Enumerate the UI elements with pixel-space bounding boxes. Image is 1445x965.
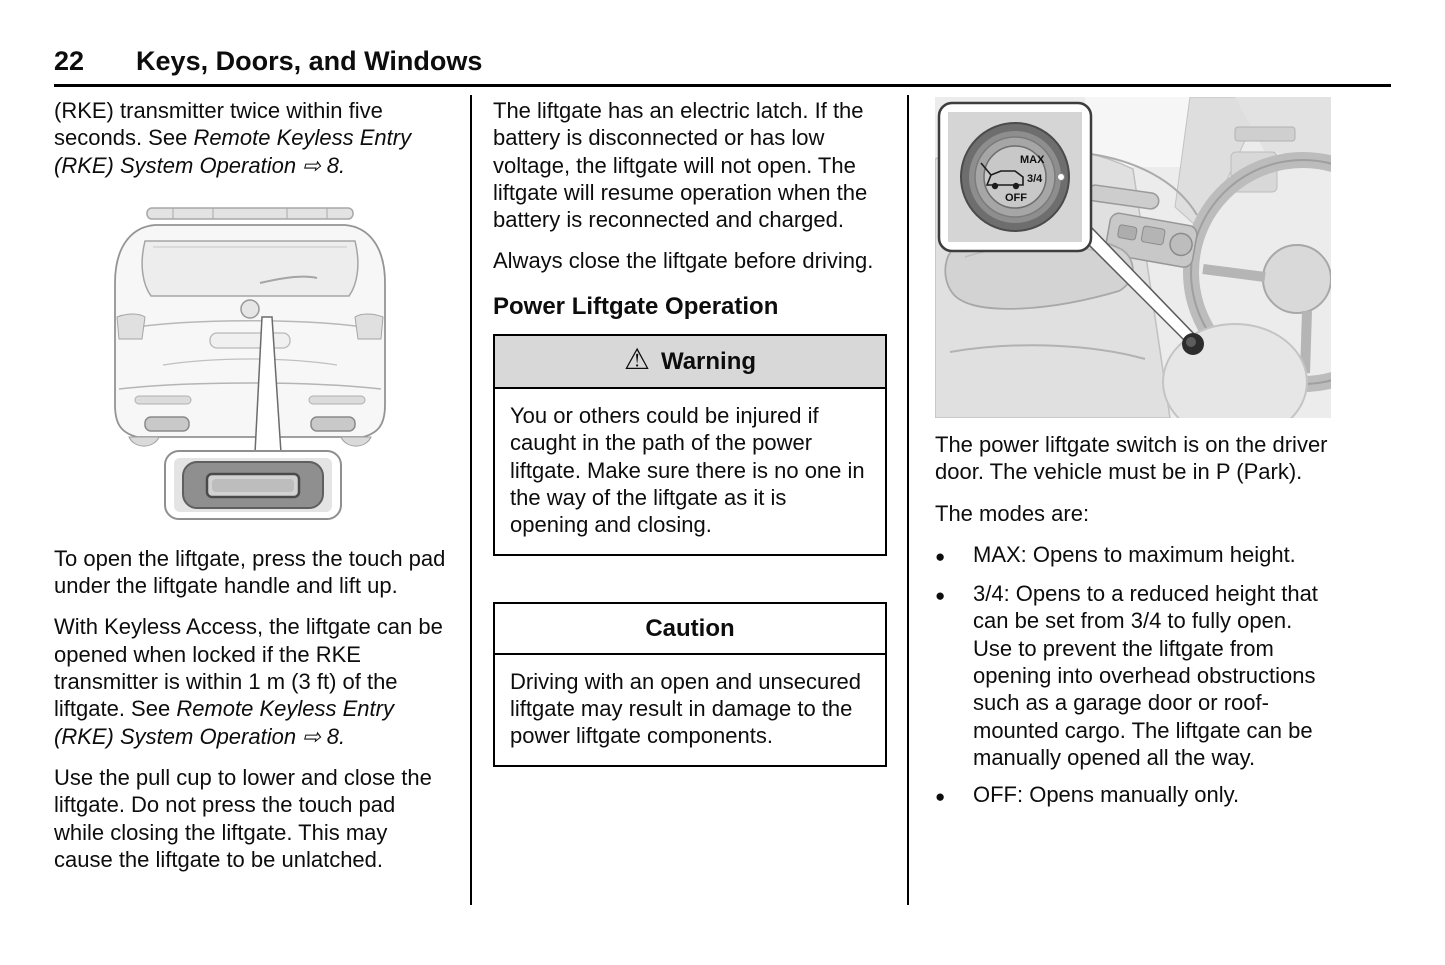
list-item-three-quarter: ● 3/4: Opens to a reduced height that ca… [935,580,1331,771]
warning-triangle-icon: ⚠ [623,344,650,377]
rear-vehicle-illustration [114,207,386,520]
page-number: 22 [54,46,85,76]
exhaust-tip-left [144,416,190,432]
page-title: Keys, Doors, and Windows [136,46,483,76]
warning-box: ⚠ Warning You or others could be injured… [493,334,887,556]
wheel-right [340,436,372,447]
rear-window [141,240,359,297]
paragraph-open-liftgate: To open the liftgate, press the touch pa… [54,545,446,599]
door-panel-illustration: MAX 3/4 OFF [935,97,1331,418]
dial-label-max: MAX [1020,154,1045,166]
column-2: The liftgate has an electric latch. If t… [493,97,887,767]
wheel-left [128,436,160,447]
modes-list: ● MAX: Opens to maximum height. ● 3/4: O… [935,541,1331,811]
caution-body: Driving with an open and unsecured liftg… [510,668,862,749]
touch-pad-inset [164,449,342,520]
handle-recess [209,332,291,349]
caution-box: Caution Driving with an open and unsecur… [493,601,887,767]
list-item-text: 3/4: Opens to a reduced height that can … [973,581,1318,770]
brand-emblem [240,299,260,319]
warning-header: ⚠ Warning [495,336,885,390]
liftgate-car-glyph [980,162,1024,190]
column-3: MAX 3/4 OFF The power liftgate switch is… [935,97,1331,821]
dial-label-off: OFF [1005,192,1027,204]
paragraph-electric-latch: The liftgate has an electric latch. If t… [493,98,868,233]
rear-wiper [259,275,318,284]
column-divider-2 [907,95,909,905]
paragraph-close-before-driving: Always close the liftgate before driving… [493,248,874,274]
exhaust-tip-right [310,416,356,432]
liftgate-switch-knob [1182,333,1204,355]
page-header: 22 Keys, Doors, and Windows [54,46,1391,77]
paragraph-modes-intro: The modes are: [935,500,1090,526]
paragraph-pull-cup: Use the pull cup to lower and close the … [54,764,432,872]
dial-indicator-dot [1057,173,1065,181]
bumper-line [118,382,382,390]
paragraph-switch-location: The power liftgate switch is on the driv… [935,432,1328,485]
text-run: With Keyless Access, the liftgate can be… [54,614,443,722]
list-item-max: ● MAX: Opens to maximum height. [935,541,1331,570]
roof-rails [146,207,354,220]
bullet-icon: ● [935,586,946,606]
window-switch-cluster [1105,212,1198,268]
header-rule [54,84,1391,87]
caution-title: Caution [645,614,735,642]
cross-reference: Remote Keyless Entry (RKE) System Operat… [54,125,412,178]
warning-body: You or others could be injured if caught… [510,403,865,538]
taillight-right [354,313,384,340]
column-divider-1 [470,95,472,905]
paragraph-keyless-access: With Keyless Access, the liftgate can be… [54,613,450,749]
caution-header: Caution [495,603,885,655]
bullet-icon: ● [935,546,946,566]
column-1: (RKE) transmitter twice within five seco… [54,97,450,887]
map-pocket [949,344,1146,360]
cross-reference-page: ⇨ 8. [296,723,346,749]
bullet-icon: ● [935,787,946,807]
paragraph-rke-transmitter: (RKE) transmitter twice within five seco… [54,97,450,179]
section-heading-power-liftgate: Power Liftgate Operation [493,292,779,320]
cross-reference-page: ⇨ 8. [296,152,346,178]
dial-label-three-quarter: 3/4 [1027,173,1043,185]
list-item-text: MAX: Opens to maximum height. [973,541,1296,567]
liftgate-switch-dial: MAX 3/4 OFF [960,122,1070,232]
list-item-off: ● OFF: Opens manually only. [935,781,1331,810]
list-item-text: OFF: Opens manually only. [973,782,1240,808]
warning-title: Warning [660,347,757,375]
liftgate-switch-inset: MAX 3/4 OFF [937,101,1093,253]
text-run: (RKE) transmitter twice within five seco… [54,98,383,151]
cross-reference: Remote Keyless Entry (RKE) System Operat… [54,696,394,749]
taillight-left [116,313,146,340]
